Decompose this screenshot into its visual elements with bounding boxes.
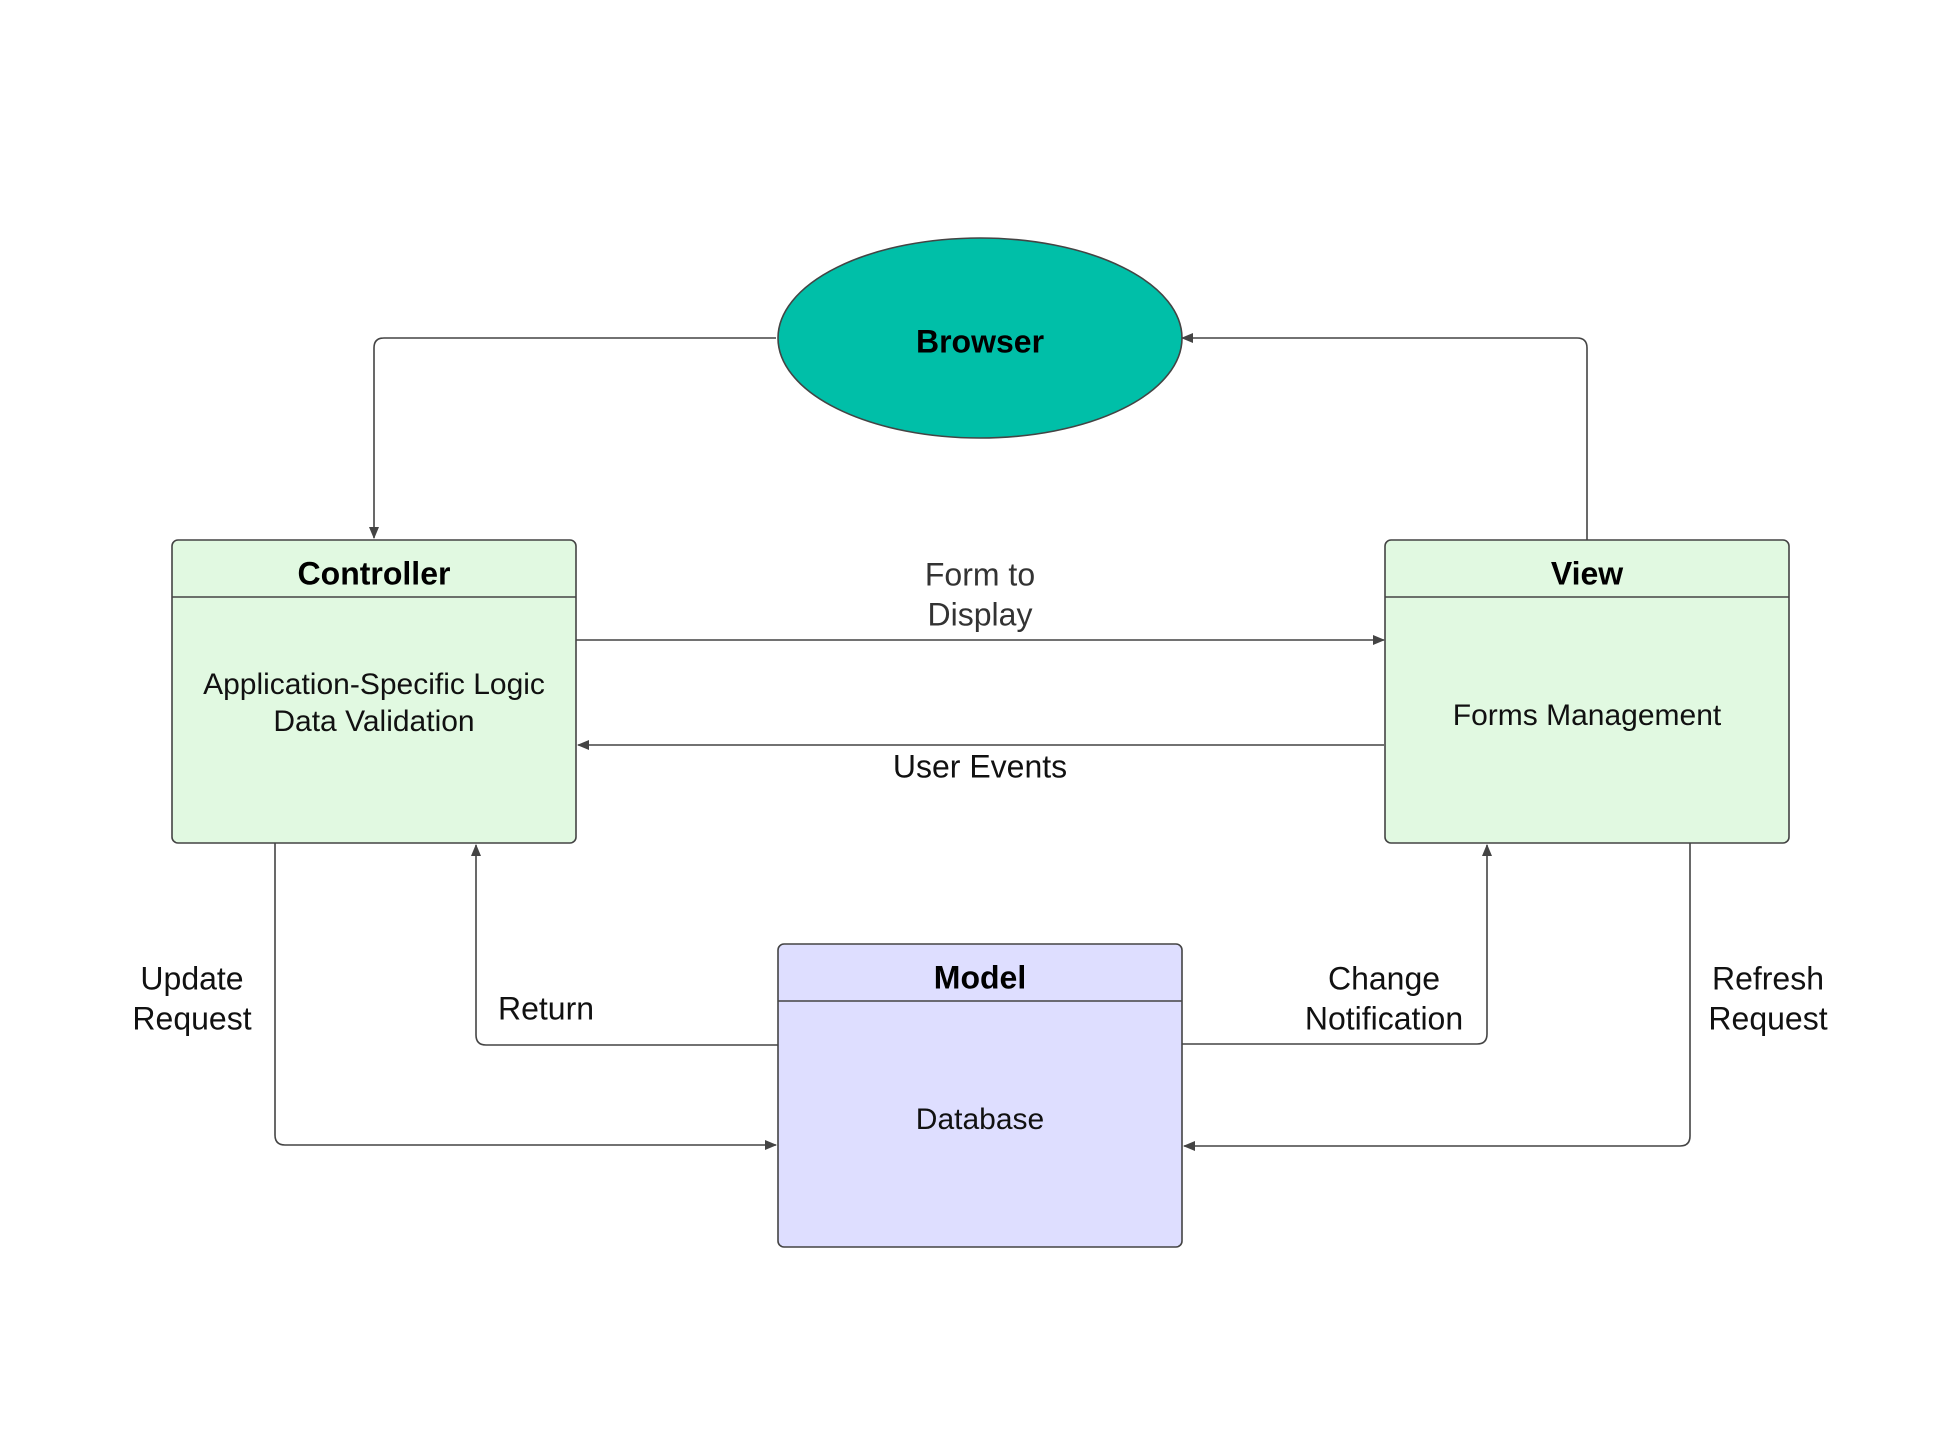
label-refresh-request: Refresh Request bbox=[1708, 960, 1827, 1036]
label-update-request-line-1: Update bbox=[140, 960, 243, 996]
label-refresh-request-line-1: Refresh bbox=[1712, 960, 1824, 996]
label-return: Return bbox=[498, 990, 594, 1026]
edge-change-notification bbox=[1182, 844, 1492, 1045]
browser-ellipse bbox=[777, 237, 1183, 439]
view-body-line-1: Forms Management bbox=[1453, 699, 1722, 732]
controller-node: Controller Application-Specific Logic Da… bbox=[171, 539, 577, 844]
label-change-notification-line-2: Notification bbox=[1305, 1000, 1463, 1036]
label-change-notification-line-1: Change bbox=[1328, 960, 1440, 996]
label-refresh-request-line-2: Request bbox=[1708, 1000, 1827, 1036]
label-form-to-display: Form to Display bbox=[925, 556, 1035, 632]
edge-browser-to-controller bbox=[369, 337, 776, 539]
label-update-request-line-2: Request bbox=[132, 1000, 251, 1036]
edge-view-to-browser bbox=[1181, 333, 1588, 540]
view-box bbox=[1384, 539, 1790, 844]
model-title: Model bbox=[934, 959, 1026, 995]
view-node: View Forms Management bbox=[1384, 539, 1790, 844]
label-update-request: Update Request bbox=[132, 960, 251, 1036]
label-change-notification: Change Notification bbox=[1305, 960, 1463, 1036]
label-form-to-display-line-2: Display bbox=[928, 596, 1033, 632]
controller-body-line-1: Application-Specific Logic bbox=[203, 668, 545, 701]
model-box bbox=[777, 943, 1183, 1248]
model-node: Model Database bbox=[777, 943, 1183, 1248]
label-user-events: User Events bbox=[893, 748, 1067, 784]
edge-update-request bbox=[274, 843, 777, 1150]
edge-return bbox=[471, 844, 778, 1046]
controller-body-line-2: Data Validation bbox=[273, 705, 474, 738]
controller-title: Controller bbox=[298, 555, 451, 591]
edge-refresh-request bbox=[1183, 843, 1691, 1151]
browser-label: Browser bbox=[916, 323, 1044, 359]
browser-node: Browser bbox=[777, 237, 1183, 439]
view-title: View bbox=[1551, 555, 1623, 591]
label-form-to-display-line-1: Form to bbox=[925, 556, 1035, 592]
model-body-line-1: Database bbox=[916, 1103, 1044, 1136]
controller-box bbox=[171, 539, 577, 844]
